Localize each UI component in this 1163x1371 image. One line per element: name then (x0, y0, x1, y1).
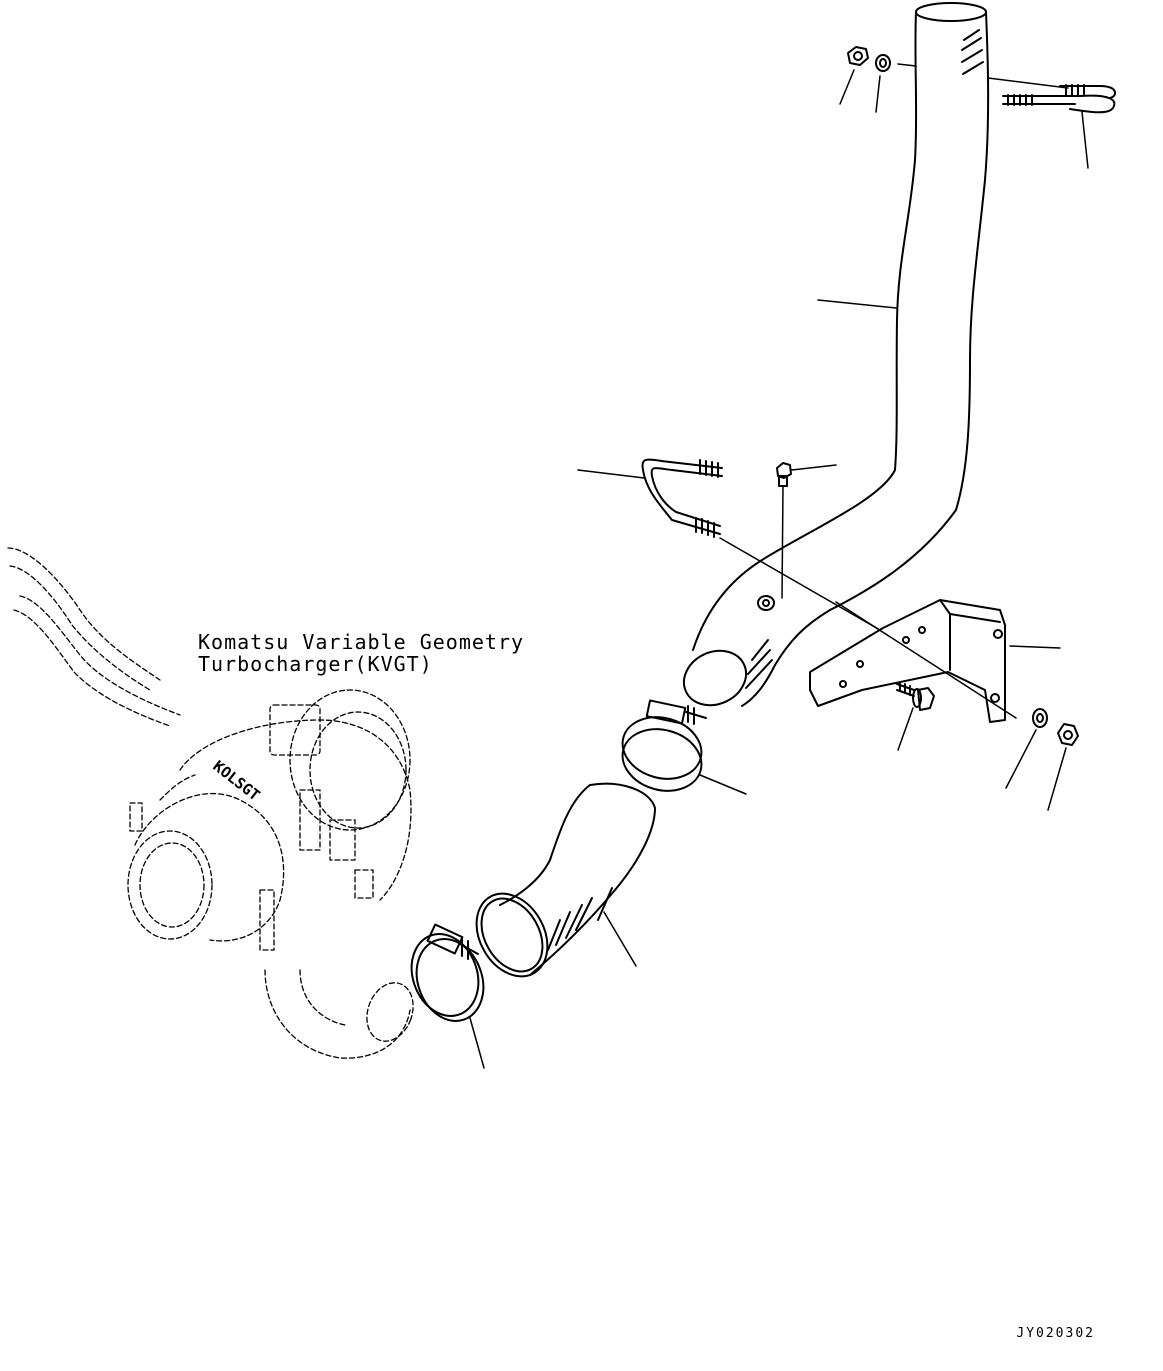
turbocharger-label-line2: Turbocharger(KVGT) (198, 652, 433, 676)
leader-lines (469, 63, 1089, 1069)
u-bolt-upper (1002, 84, 1117, 114)
hose-clamp-lower (410, 923, 485, 1022)
turbocharger (7, 547, 414, 1059)
nut-upper (847, 46, 869, 66)
washer-lower (1032, 708, 1048, 728)
flange-bolt (896, 682, 935, 711)
grease-fitting (776, 462, 792, 487)
turbocharger-label-line1: Komatsu Variable Geometry (198, 630, 525, 654)
nut-lower (1057, 723, 1079, 746)
u-bolt-lower (641, 458, 723, 538)
hose-clamp-upper (621, 699, 707, 792)
washer-upper (875, 54, 891, 72)
mounting-bracket (809, 599, 1006, 723)
flexible-hose (475, 782, 656, 978)
exhaust-stack-pipe (682, 2, 990, 707)
drawing-code: JY020302 (1016, 1326, 1095, 1341)
